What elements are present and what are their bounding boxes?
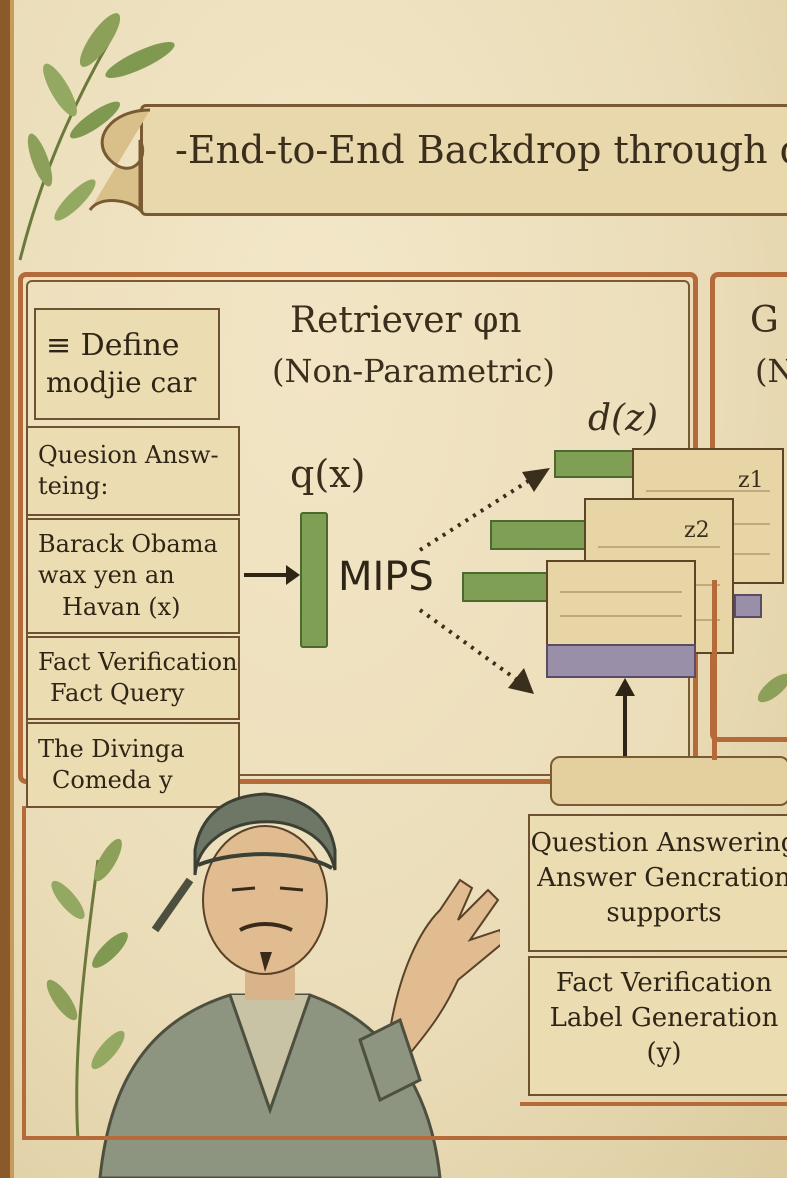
output-base (520, 1096, 787, 1106)
connector-scroll (550, 756, 787, 806)
card-line: Fact Query (50, 679, 185, 707)
generator-subtitle: (N (755, 352, 787, 390)
leaf-icon (757, 673, 787, 703)
card-line: The Divinga (38, 734, 185, 763)
scroll-curl-icon (88, 108, 151, 214)
output-card-qa: Question Answering Answer Gencration sup… (528, 814, 787, 952)
output-card-fact: Fact Verification Label Generation (y) (528, 956, 787, 1096)
card-line: supports (606, 898, 722, 929)
doc-purple-tab (734, 594, 762, 618)
card-line: wax yen an (38, 561, 175, 590)
doc-embedding-bar (554, 450, 634, 478)
left-edge-trim (10, 0, 14, 1178)
input-arrow-icon (244, 565, 300, 585)
page-title: -End-to-End Backdrop through q (175, 128, 787, 172)
doc-embedding-bar (490, 520, 590, 550)
card-line: Answer Gencration (537, 863, 787, 894)
query-embedding-bar (300, 512, 328, 648)
card-line: Label Generation (549, 1003, 779, 1034)
card-line: Fact Verification (555, 968, 773, 998)
mips-label: MIPS (338, 554, 434, 600)
docs-label: d(z) (588, 398, 659, 439)
mips-arrows-icon (418, 468, 550, 694)
title-banner (140, 104, 787, 216)
card-line: teing: (38, 472, 109, 500)
document-card-z3 (546, 560, 696, 646)
input-card-fact: Fact Verification Fact Query (26, 636, 240, 720)
generator-title: G (750, 300, 779, 341)
plant-icon (46, 838, 128, 1140)
card-line: Havan (x) (62, 592, 181, 621)
input-card-divina: The Divinga Comeda y (26, 722, 240, 808)
z1-label: z1 (738, 468, 764, 493)
z2-label: z2 (684, 518, 710, 543)
connector-line (712, 580, 717, 760)
retriever-title: Retriever φn (290, 300, 522, 341)
doc-embedding-bar (462, 572, 552, 602)
input-card-define: ≡ Define modjie car (34, 308, 220, 420)
card-line: Barack Obama (38, 530, 218, 559)
up-arrow-icon (615, 678, 635, 756)
card-line: Question Answering (530, 828, 787, 858)
left-edge (0, 0, 10, 1178)
card-line: Comeda y (52, 766, 173, 794)
query-label: q(x) (290, 452, 366, 496)
scholar-figure-icon (98, 792, 500, 1178)
input-card-question: Quesion Answ- teing: (26, 426, 240, 516)
card-line: ≡ Define (46, 328, 180, 364)
card-line: modjie car (46, 366, 197, 400)
input-card-example: Barack Obama wax yen an Havan (x) (26, 518, 240, 634)
leaves-icon (18, 13, 175, 261)
card-line: (y) (646, 1038, 682, 1069)
card-line: Quesion Answ- (38, 440, 219, 469)
bottom-frame-line (22, 1136, 787, 1140)
left-frame-line (22, 806, 26, 1138)
retriever-subtitle: (Non-Parametric) (272, 352, 555, 390)
card-line: Fact Verification (38, 647, 238, 676)
doc-purple-bar (546, 644, 696, 678)
